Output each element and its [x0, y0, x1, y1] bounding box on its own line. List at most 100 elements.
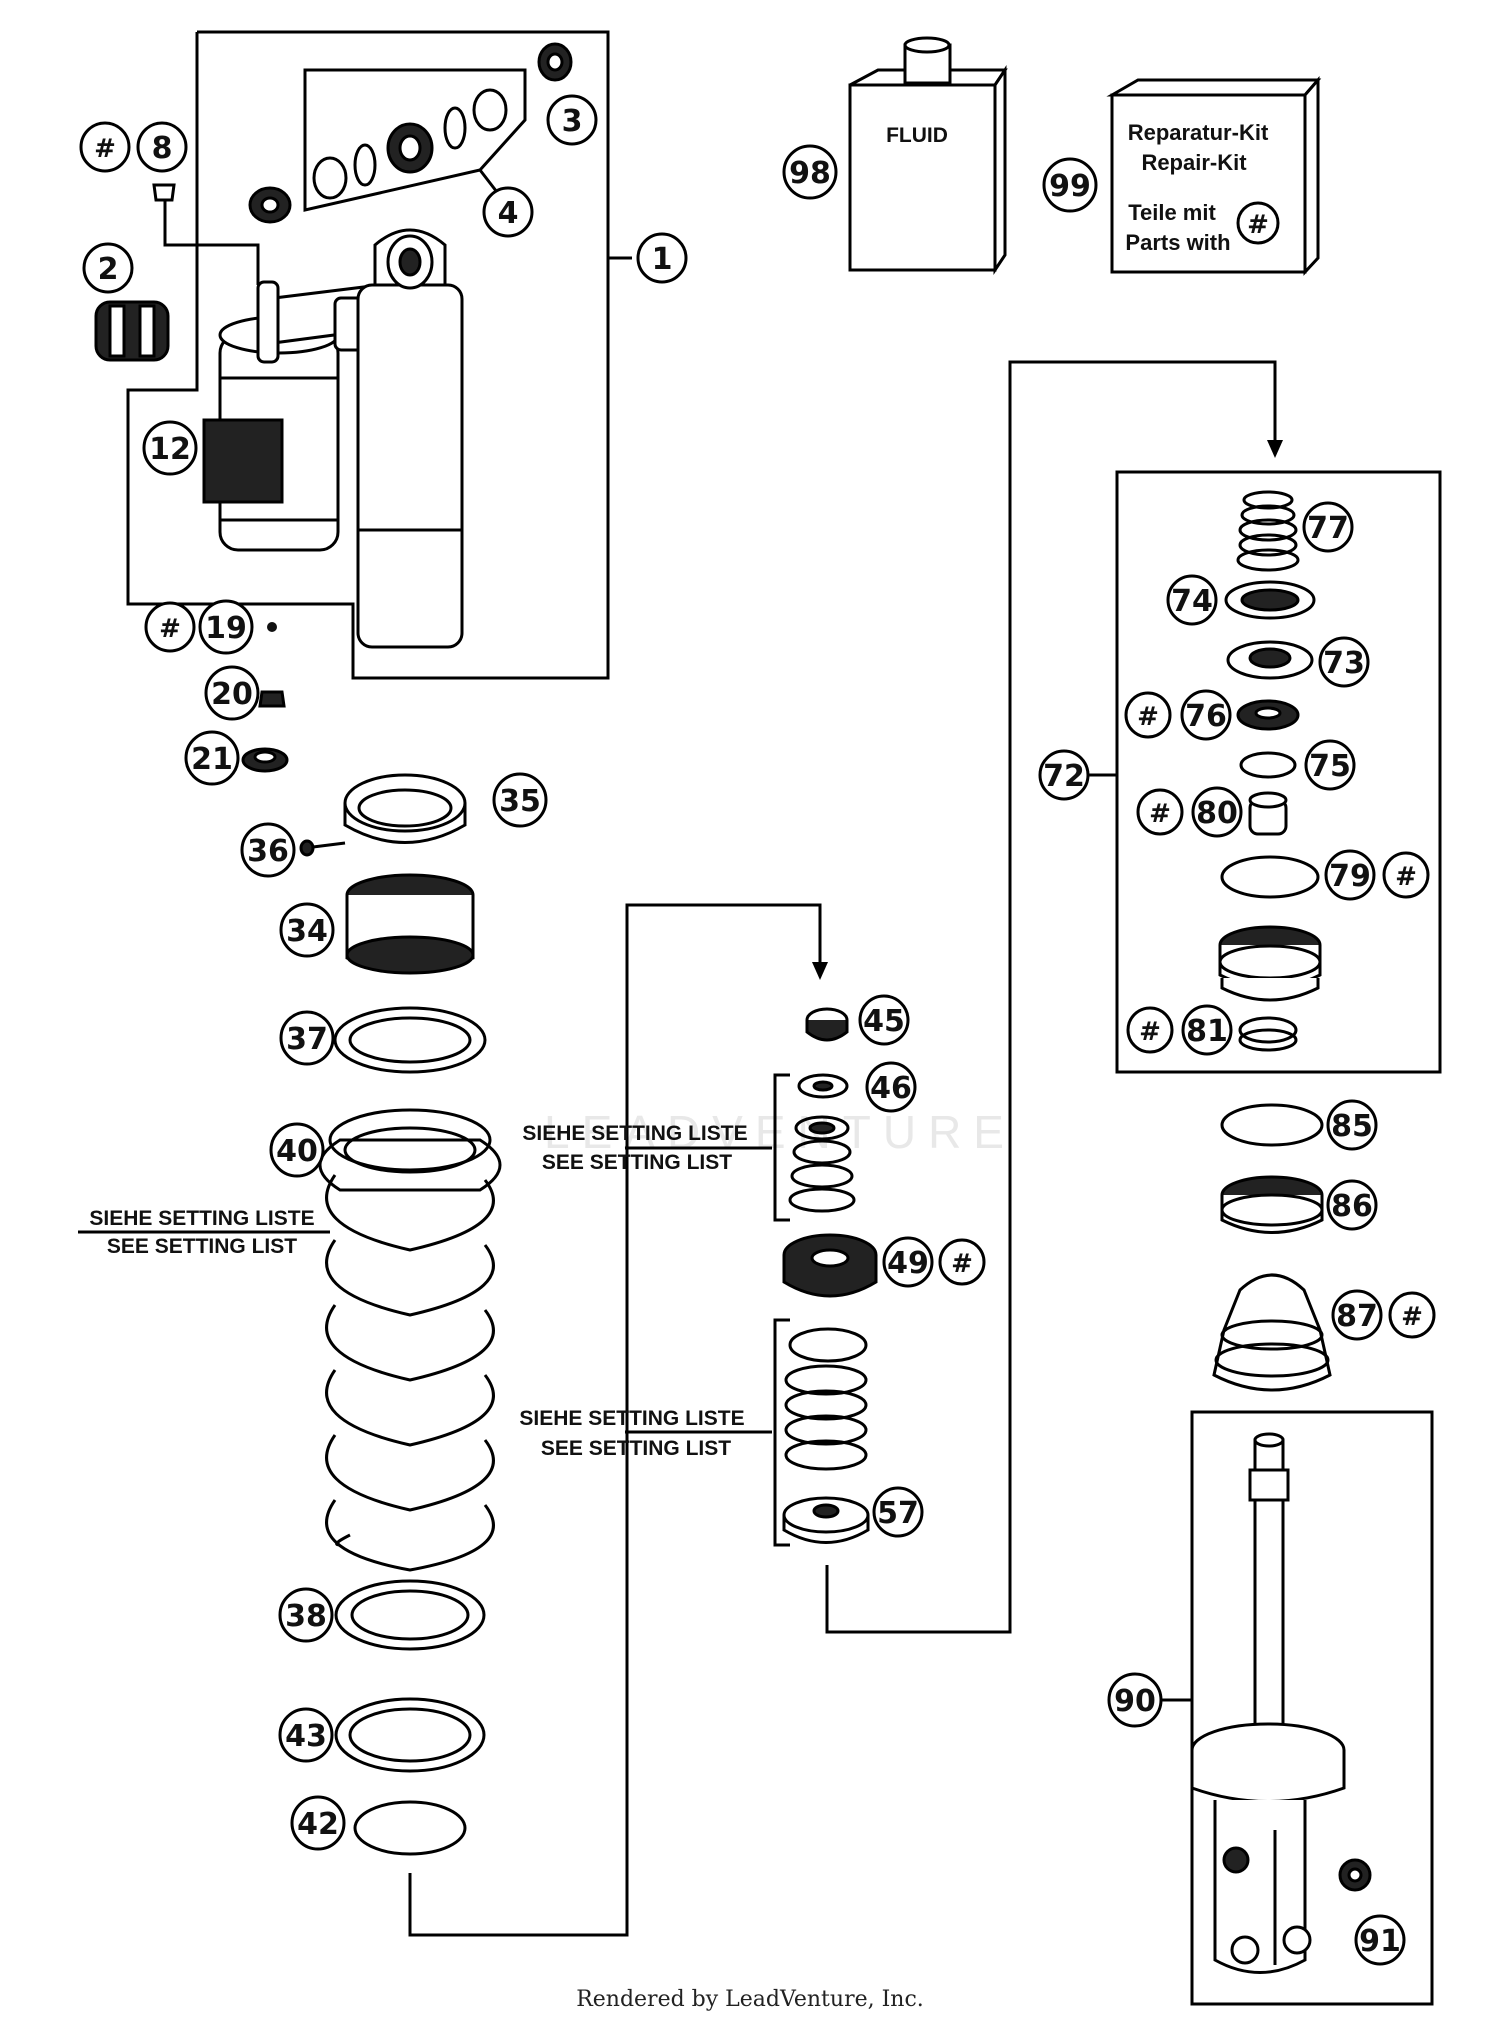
fluid-label: FLUID: [886, 124, 948, 147]
callout-3: 3: [546, 94, 598, 146]
callout-circle: [636, 232, 688, 284]
callout-number: 1: [652, 242, 673, 277]
callout-number: 79: [1329, 859, 1371, 894]
callout-circle: [269, 1122, 325, 1178]
repair-kit-line3: Teile mit: [1128, 200, 1216, 225]
reservoir-12: [202, 315, 340, 552]
callout-42: 42: [290, 1795, 346, 1851]
callout-number: #: [1137, 702, 1159, 732]
callout-75: 75: [1304, 739, 1356, 791]
setting-list-en-3: SEE SETTING LIST: [107, 1235, 297, 1258]
callout-87: 87: [1331, 1289, 1383, 1341]
callout-circle: [1126, 1006, 1174, 1054]
group-1-shock-body: [126, 30, 632, 680]
callout-number: 20: [211, 677, 253, 712]
callout-circle: [1304, 739, 1356, 791]
callout-circle: [1302, 501, 1354, 553]
callout-circle: [1191, 786, 1243, 838]
callout-circle: [1324, 849, 1376, 901]
callout-91: 91: [1354, 1914, 1406, 1966]
callout-49: 49: [882, 1236, 934, 1288]
callout-circle: [492, 772, 548, 828]
callout-43: 43: [278, 1707, 334, 1763]
callout-number: 2: [98, 252, 119, 287]
callout-76: 76: [1180, 689, 1232, 741]
callout-circle: [1382, 851, 1430, 899]
callout-number: #: [94, 134, 116, 164]
callout-circle: [144, 601, 196, 653]
callout-73: 73: [1318, 636, 1370, 688]
setting-list-labels: SIEHE SETTING LISTE SEE SETTING LIST SIE…: [89, 1122, 747, 1460]
hash-badge: #: [1247, 210, 1269, 240]
callout-number: 35: [499, 784, 541, 819]
callout-number: 90: [1114, 1684, 1156, 1719]
setting-list-en-1: SEE SETTING LIST: [542, 1151, 732, 1174]
callout-number: 19: [205, 611, 247, 646]
callout-number: 8: [152, 131, 173, 166]
callout-circle: [142, 420, 198, 476]
callout-number: 91: [1359, 1924, 1401, 1959]
callout-87-hash: #: [1388, 1291, 1436, 1339]
callout-number: #: [1149, 799, 1171, 829]
footer-credit: Rendered by LeadVenture, Inc.: [576, 1987, 924, 2012]
callout-number: 73: [1323, 646, 1365, 681]
callout-80: 80: [1191, 786, 1243, 838]
callout-38: 38: [278, 1587, 334, 1643]
repair-kit-99: Reparatur-Kit Repair-Kit Teile mit Parts…: [1106, 75, 1322, 276]
setting-list-de-2: SIEHE SETTING LISTE: [519, 1407, 744, 1430]
callout-90: 90: [1107, 1672, 1163, 1728]
callout-36: 36: [240, 822, 296, 878]
callout-number: 99: [1049, 169, 1091, 204]
callout-8: 8: [136, 121, 188, 173]
callout-circle: [279, 1010, 335, 1066]
callout-circle: [546, 94, 598, 146]
callout-number: #: [159, 614, 181, 644]
callout-34: 34: [279, 902, 335, 958]
callout-86: 86: [1326, 1179, 1378, 1231]
callout-circle: [136, 121, 188, 173]
callout-number: #: [1139, 1017, 1161, 1047]
callout-circle: [1318, 636, 1370, 688]
bump-stop-87: [1212, 1273, 1332, 1392]
part-86: [1220, 1175, 1324, 1234]
callout-number: 98: [789, 156, 831, 191]
callout-number: #: [1401, 1302, 1423, 1332]
callout-81: 81: [1181, 1004, 1233, 1056]
callout-4: 4: [482, 186, 534, 238]
setting-list-de-3: SIEHE SETTING LISTE: [89, 1207, 314, 1230]
callout-number: 34: [286, 914, 328, 949]
callout-circle: [782, 144, 838, 200]
callout-circle: [198, 599, 254, 655]
callout-number: 21: [191, 742, 233, 777]
callout-number: 85: [1331, 1109, 1373, 1144]
callout-49-hash: #: [938, 1238, 986, 1286]
callout-circle: [184, 730, 240, 786]
callout-circle: [278, 1707, 334, 1763]
callout-circle: [1166, 574, 1218, 626]
callout-number: 40: [276, 1134, 318, 1169]
repair-kit-line2: Repair-Kit: [1141, 150, 1247, 175]
callout-1: 1: [636, 232, 688, 284]
callout-circle: [290, 1795, 346, 1851]
callout-number: 42: [297, 1807, 339, 1842]
callouts: 1 2 3 4 # 8 12 # 19 20 21 35 36 34 37 40…: [79, 94, 1436, 1966]
callout-8-hash: #: [79, 121, 131, 173]
callout-circle: [938, 1238, 986, 1286]
callout-circle: [1388, 1291, 1436, 1339]
callout-number: 80: [1196, 796, 1238, 831]
callout-19: 19: [198, 599, 254, 655]
callout-21: 21: [184, 730, 240, 786]
callout-number: 37: [286, 1022, 328, 1057]
callout-circle: [82, 242, 134, 294]
adjuster-knob-2: [94, 300, 170, 362]
callout-number: 72: [1043, 759, 1085, 794]
callout-circle: [278, 1587, 334, 1643]
callout-81-hash: #: [1126, 1006, 1174, 1054]
callout-number: 87: [1336, 1299, 1378, 1334]
callout-circle: [240, 822, 296, 878]
callout-46: 46: [865, 1061, 917, 1113]
callout-35: 35: [492, 772, 548, 828]
callout-number: #: [1395, 862, 1417, 892]
callout-circle: [279, 902, 335, 958]
callout-2: 2: [82, 242, 134, 294]
